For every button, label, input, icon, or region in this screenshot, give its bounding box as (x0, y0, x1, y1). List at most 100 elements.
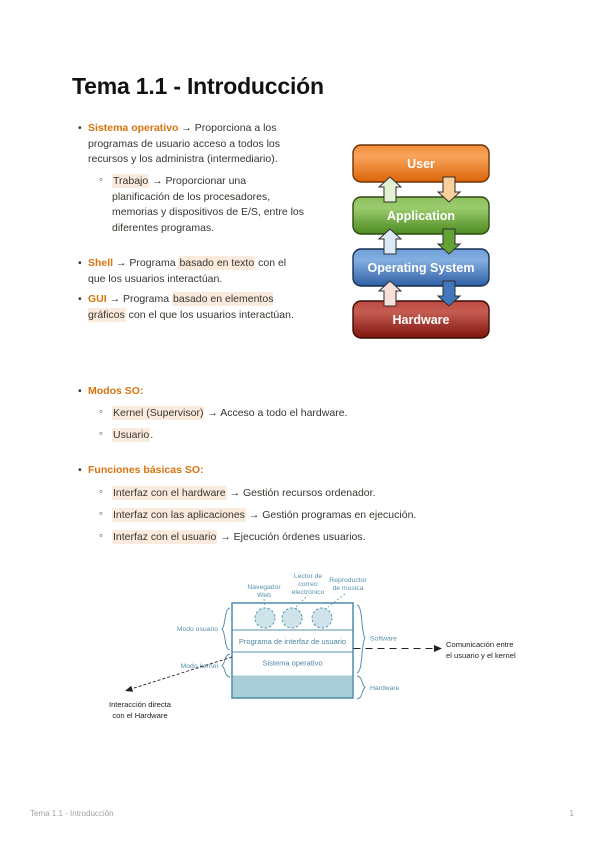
hardware-label: Hardware (370, 685, 400, 692)
bullet-usuario: ◦ Usuario. (76, 428, 153, 444)
footer-title: Tema 1.1 - Introducción (30, 809, 114, 818)
bullet-kernel: ◦ Kernel (Supervisor) → Acceso a todo el … (76, 406, 347, 422)
layer-arrows (377, 176, 462, 307)
bullet-interfaz-usuario: ◦ Interfaz con el usuario → Ejecución órd… (76, 530, 366, 546)
bullet-dot-icon: • (78, 293, 82, 305)
term-shell: Shell (88, 257, 114, 269)
direct-interaction-annotation: Interacción directa con el Hardware (109, 700, 172, 720)
highlight-interfaz-hardware: Interfaz con el hardware (112, 486, 227, 500)
email-circle-icon (281, 607, 303, 629)
highlight-basado-texto: basado en texto (178, 256, 256, 270)
bullet-text: → Programa (113, 257, 179, 269)
ui-program-row-label: Programa de interfaz de usuario (239, 637, 346, 646)
bullet-interfaz-aplicaciones: ◦ Interfaz con las aplicaciones → Gestión… (76, 508, 416, 524)
application-labels: Navegador Web Lector de correo electróni… (247, 573, 367, 599)
term-funciones-so: Funciones básicas SO: (88, 464, 204, 476)
music-label: de música (333, 585, 364, 592)
bullet-gui: •GUI → Programa basado en elementos gráf… (76, 292, 298, 323)
arrow-up-os-to-app-icon (377, 228, 403, 255)
user-layer-label: User (407, 157, 435, 171)
page-title: Tema 1.1 - Introducción (72, 73, 324, 99)
email-label: Lector de (294, 573, 323, 580)
right-braces (356, 604, 366, 700)
footer-page-number: 1 (569, 809, 574, 818)
arrow-up-hw-to-os-icon (377, 280, 403, 307)
user-layer-box (352, 144, 490, 183)
bullet-circle-icon: ◦ (99, 508, 103, 520)
direct-interaction-text: con el Hardware (112, 711, 167, 720)
highlight-interfaz-usuario: Interfaz con el usuario (112, 530, 218, 544)
communication-text: el usuario y el kernel (446, 651, 516, 660)
hardware-region (232, 675, 353, 698)
music-circle-icon (311, 607, 333, 629)
application-layer-box (352, 196, 490, 235)
kernel-mode-brace (221, 653, 231, 678)
arrow-up-app-to-user-icon (377, 176, 403, 203)
bullet-interfaz-hardware: ◦ Interfaz con el hardware → Gestión recu… (76, 486, 375, 502)
bullet-circle-icon: ◦ (99, 486, 103, 498)
bullet-text: → Ejecución órdenes usuarios. (217, 531, 366, 543)
hardware-layer-box (352, 300, 490, 339)
bullet-circle-icon: ◦ (99, 174, 103, 186)
highlight-trabajo: Trabajo (112, 174, 150, 188)
bullet-text: → Gestión programas en ejecución. (245, 509, 417, 521)
bullet-shell: • Shell → Programa basado en texto con el… (76, 256, 298, 287)
direct-interaction-text: Interacción directa (109, 700, 172, 709)
bullet-dot-icon: • (78, 257, 82, 269)
bullet-dot-icon: • (78, 122, 82, 134)
bullet-dot-icon: • (78, 464, 82, 476)
bullet-text: → Proporciona a los programas de usuario… (88, 122, 281, 165)
os-layer-label: Operating System (368, 261, 475, 275)
term-modos-so: Modos SO: (88, 385, 144, 397)
email-label: correo (298, 581, 317, 588)
layer-architecture-diagram: User Application Operating System Hardwa… (352, 144, 490, 339)
bullet-text: → Gestión recursos ordenador. (226, 487, 376, 499)
hardware-brace (356, 675, 366, 700)
kernel-mode-label: Modo kernel (181, 663, 219, 670)
highlight-usuario: Usuario (112, 428, 151, 442)
bullet-circle-icon: ◦ (99, 406, 103, 418)
bullet-sistema-operativo: • Sistema operativo → Proporciona a los p… (76, 121, 302, 168)
direct-interaction-arrowhead-icon (125, 685, 134, 692)
software-label: Software (370, 636, 397, 643)
browser-label: Navegador (247, 584, 281, 591)
bullet-text: con el que los usuarios interactúan. (88, 257, 287, 285)
bullet-text: con el que los usuarios interactúan. (125, 308, 294, 321)
bullet-funciones-so: • Funciones básicas SO: (76, 463, 204, 479)
bullet-circle-icon: ◦ (99, 530, 103, 542)
arrow-down-user-to-app-icon (436, 176, 462, 203)
page-footer: Tema 1.1 - Introducción 1 (30, 809, 574, 818)
mode-stack-diagram: Navegador Web Lector de correo electróni… (109, 573, 516, 720)
user-mode-brace (221, 607, 231, 651)
arrow-down-os-to-hw-icon (436, 280, 462, 307)
bullet-modos-so: • Modos SO: (76, 384, 143, 400)
highlight-interfaz-aplicaciones: Interfaz con las aplicaciones (112, 508, 246, 522)
browser-circle-icon (254, 607, 276, 629)
label-connectors (263, 593, 346, 609)
arrow-down-app-to-os-icon (436, 228, 462, 255)
email-label: electrónico (292, 589, 325, 596)
software-brace (356, 604, 366, 674)
hardware-layer-label: Hardware (393, 313, 450, 327)
os-layer-box (352, 248, 490, 287)
bullet-circle-icon: ◦ (99, 428, 103, 440)
user-mode-label: Modo usuario (177, 626, 218, 633)
highlight-kernel: Kernel (Supervisor) (112, 406, 205, 420)
os-row-label: Sistema operativo (262, 659, 322, 668)
term-sistema-operativo: Sistema operativo (88, 122, 179, 134)
bullet-trabajo: ◦ Trabajo → Proporcionar una planificació… (76, 174, 306, 236)
communication-arrowhead-icon (434, 645, 442, 652)
bullet-text: → Programa (106, 293, 173, 305)
bullet-dot-icon: • (78, 385, 82, 397)
bullet-text: . (150, 429, 154, 441)
communication-annotation: Comunicación entre el usuario y el kerne… (446, 640, 516, 660)
term-gui: GUI (88, 293, 107, 305)
bullet-text: → Proporcionar una planificación de los … (112, 175, 304, 234)
application-circles (254, 607, 333, 629)
bullet-text: → Acceso a todo el hardware. (204, 407, 348, 419)
application-layer-label: Application (387, 209, 455, 223)
music-label: Reproductor (329, 577, 367, 584)
communication-text: Comunicación entre (446, 640, 514, 649)
system-box (231, 602, 354, 699)
